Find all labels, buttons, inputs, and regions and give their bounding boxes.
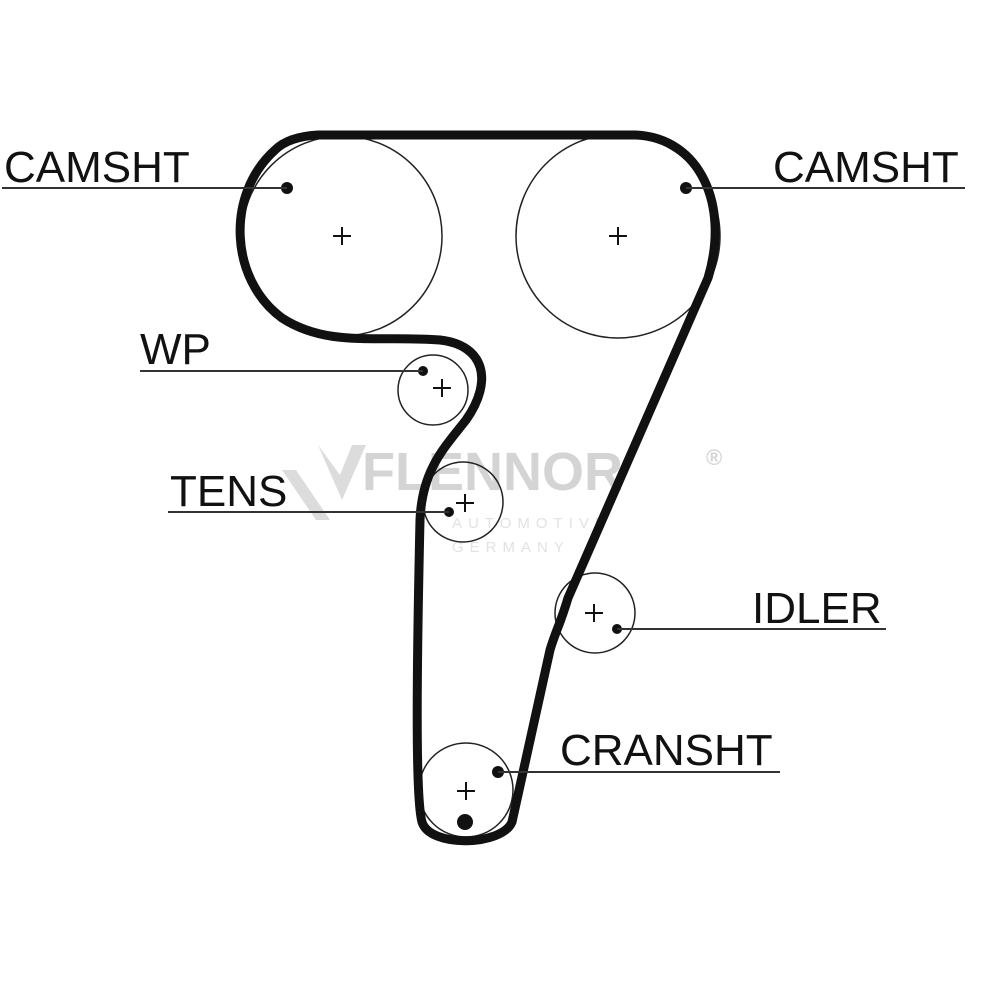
camshaft-right-center-mark (609, 227, 627, 245)
water-pump-label: WP (140, 325, 211, 374)
watermark-registered: ® (706, 445, 722, 470)
watermark-brand: FLENNOR (362, 442, 623, 502)
water-pump-pulley (397, 354, 469, 426)
watermark-line2: GERMANY (452, 539, 570, 556)
camshaft-left-label: CAMSHT (4, 143, 190, 192)
tensioner-center-mark (456, 494, 474, 512)
camshaft-right-label: CAMSHT (773, 143, 959, 192)
watermark-emblem-icon (268, 445, 366, 520)
camshaft-left-center-mark (333, 227, 351, 245)
idler-label: IDLER (752, 584, 882, 633)
idler-pulley (554, 572, 636, 654)
watermark-logo: FLENNOR ® AUTOMOTIVE GERMANY (268, 442, 722, 556)
crankshaft-bottom-mark (457, 814, 473, 830)
timing-belt (235, 130, 720, 846)
crankshaft-center-mark (457, 782, 475, 800)
watermark-line1: AUTOMOTIVE (452, 515, 611, 532)
crankshaft-label: CRANSHT (560, 726, 773, 775)
idler-center-mark (585, 604, 603, 622)
water-pump-center-mark (433, 379, 451, 397)
tensioner-label: TENS (170, 467, 287, 516)
